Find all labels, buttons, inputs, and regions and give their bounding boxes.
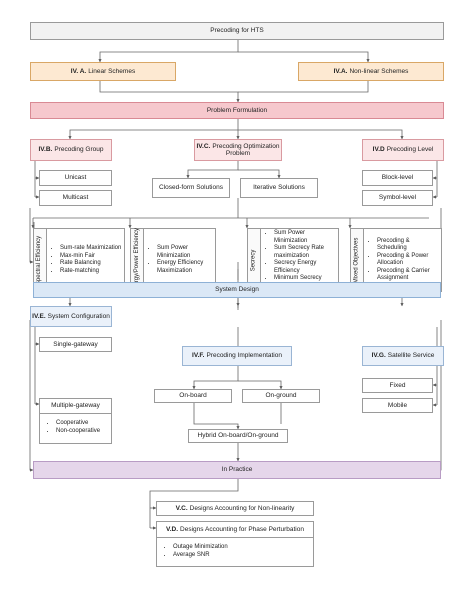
precoding-group-box: IV.B.Precoding Group [30,139,112,161]
sysconfig-label: System Configuration [47,312,110,320]
system-design-text: System Design [215,286,259,294]
implementation-label: Precoding Implementation [206,352,282,360]
system-design-box: System Design [33,282,441,298]
list-item: Sum Secrecy Rate maximization [274,245,338,260]
multicast-box: Multicast [39,190,112,206]
implementation-prefix: IV.F. [192,352,205,360]
in-practice-text: In Practice [221,466,253,474]
objective-label: Secrecy [250,249,257,271]
symbol-level-text: Symbol-level [378,194,417,202]
list-item: Sum Power Minimization [274,230,338,245]
multiple-gateway-text: Multiple-gateway [51,402,100,410]
list-item: Energy Efficiency Maximization [157,260,215,275]
objective-energy-efficiency: Energy/Power Efficiency Sum Power Minimi… [130,228,216,292]
fixed-text: Fixed [389,381,406,389]
phase-label: Designs Accounting for Phase Perturbatio… [180,525,304,533]
non-linearity-box: V.C.Designs Accounting for Non-linearity [156,501,314,516]
multiple-gateway-header: Multiple-gateway [40,399,111,414]
list-item: Rate-matching [60,268,121,276]
satellite-label: Satellite Service [387,352,435,360]
list-item: Sum-rate Maximization [60,245,121,253]
list-item: Average SNR [173,552,313,560]
phase-perturbation-box: V.D.Designs Accounting for Phase Perturb… [156,521,314,567]
single-gateway-text: Single-gateway [53,340,98,348]
unicast-box: Unicast [39,170,112,186]
objective-spectral-efficiency: Spectral Efficiency Sum-rate Maximizatio… [33,228,125,292]
hybrid-text: Hybrid On-board/On-ground [197,432,279,440]
hybrid-box: Hybrid On-board/On-ground [188,429,288,443]
nonlinearity-prefix: V.C. [175,504,188,512]
title-text: Precoding for HTS [210,27,264,35]
block-level-box: Block-level [362,170,433,186]
on-ground-box: On-ground [242,389,320,403]
symbol-level-box: Symbol-level [362,190,433,206]
satellite-service-box: IV.G.Satellite Service [362,346,444,366]
on-board-box: On-board [154,389,232,403]
nonlinear-prefix: IV.A. [333,67,348,75]
problem-formulation-text: Problem Formulation [206,106,268,114]
nonlinear-label: Non-linear Schemes [349,67,409,75]
mobile-box: Mobile [362,398,433,413]
list-item: Cooperative [56,420,111,428]
fixed-box: Fixed [362,378,433,393]
closed-form-box: Closed-form Solutions [152,178,230,198]
precoding-implementation-box: IV.F.Precoding Implementation [182,346,292,366]
title-box: Precoding for HTS [30,22,444,40]
multiple-gateway-box: Multiple-gateway Cooperative Non-coopera… [39,398,112,444]
on-ground-text: On-ground [265,392,297,400]
list-item: Precoding & Power Allocation [377,253,441,268]
block-level-text: Block-level [381,174,414,182]
level-prefix: IV.D [372,146,385,154]
group-label: Precoding Group [54,146,104,154]
objective-label: Mixed Objectives [353,237,360,283]
unicast-text: Unicast [64,174,87,182]
list-item: Outage Minimization [173,544,313,552]
list-item: Precoding & Carrier Assignment [377,268,441,283]
mobile-text: Mobile [387,401,408,409]
satellite-prefix: IV.G. [371,352,386,360]
group-prefix: IV.B. [38,146,53,154]
list-item: Secrecy Energy Efficiency [274,260,338,275]
linear-label: Linear Schemes [88,67,136,75]
optimization-prefix: IV.C. [196,142,211,150]
problem-formulation-box: Problem Formulation [30,102,444,119]
phase-perturbation-header: V.D.Designs Accounting for Phase Perturb… [157,522,313,538]
system-configuration-box: IV.E.System Configuration [30,306,112,327]
objective-label: Spectral Efficiency [36,235,43,285]
list-item: Non-cooperative [56,428,111,436]
list-item: Sum Power Minimization [157,245,215,260]
closed-form-text: Closed-form Solutions [159,184,223,192]
list-item: Rate Balancing [60,260,121,268]
nonlinear-schemes-box: IV.A.Non-linear Schemes [298,62,444,81]
iterative-text: Iterative Solutions [253,184,305,192]
list-item: Precoding & Scheduling [377,238,441,253]
optimization-problem-box: IV.C.Precoding Optimization Problem [194,139,282,161]
linear-prefix: IV. A. [70,67,87,75]
level-label: Precoding Level [386,146,434,154]
phase-prefix: V.D. [166,525,179,533]
in-practice-box: In Practice [33,461,441,479]
nonlinearity-label: Designs Accounting for Non-linearity [189,504,295,512]
on-board-text: On-board [179,392,207,400]
list-item: Max-min Fair [60,253,121,261]
sysconfig-prefix: IV.E. [32,312,46,320]
iterative-box: Iterative Solutions [240,178,318,198]
objective-mixed: Mixed Objectives Precoding & Scheduling … [350,228,442,292]
single-gateway-box: Single-gateway [39,337,112,352]
optimization-label: Precoding Optimization Problem [212,142,280,157]
linear-schemes-box: IV. A.Linear Schemes [30,62,176,81]
multicast-text: Multicast [62,194,89,202]
